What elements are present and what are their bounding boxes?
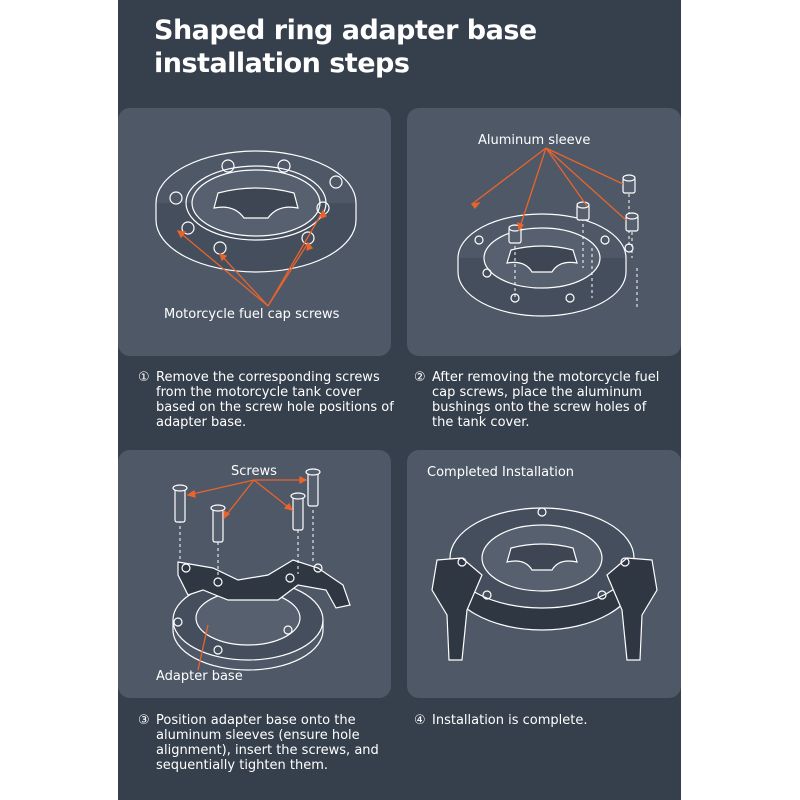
- step-4-caption: ④ Installation is complete.: [414, 713, 664, 728]
- step-1-illustration: [155, 150, 357, 307]
- page-title: Shaped ring adapter base installation st…: [154, 15, 537, 79]
- step-2-caption: ② After removing the motorcycle fuel cap…: [414, 370, 664, 430]
- step-4-label: Completed Installation: [427, 465, 575, 480]
- step-1-panel: Motorcycle fuel cap screws: [118, 108, 391, 356]
- step-2-label: Aluminum sleeve: [478, 133, 591, 148]
- step-1-caption: ① Remove the corresponding screws from t…: [138, 370, 396, 430]
- step-1-number: ①: [138, 370, 150, 385]
- step-3-illustration: [172, 468, 351, 671]
- instruction-sheet: Shaped ring adapter base installation st…: [118, 0, 681, 800]
- step-3-caption: ③ Position adapter base onto the aluminu…: [138, 713, 396, 773]
- step-2-illustration: [457, 147, 639, 317]
- step-4-illustration: [431, 507, 658, 661]
- step-3-number: ③: [138, 713, 150, 728]
- step-2-text: After removing the motorcycle fuel cap s…: [432, 370, 660, 430]
- step-3-label-adapter-base: Adapter base: [156, 669, 243, 684]
- step-4-text: Installation is complete.: [432, 713, 588, 728]
- step-2-number: ②: [414, 370, 426, 385]
- step-3-panel: Screws Adapter base: [118, 450, 391, 698]
- step-3-label-screws: Screws: [231, 464, 277, 479]
- step-3-text: Position adapter base onto the aluminum …: [156, 713, 379, 773]
- step-2-panel: Aluminum sleeve: [407, 108, 681, 356]
- step-1-label: Motorcycle fuel cap screws: [164, 307, 340, 322]
- step-4-number: ④: [414, 713, 426, 728]
- step-4-panel: Completed Installation: [407, 450, 681, 698]
- step-1-text: Remove the corresponding screws from the…: [156, 370, 394, 430]
